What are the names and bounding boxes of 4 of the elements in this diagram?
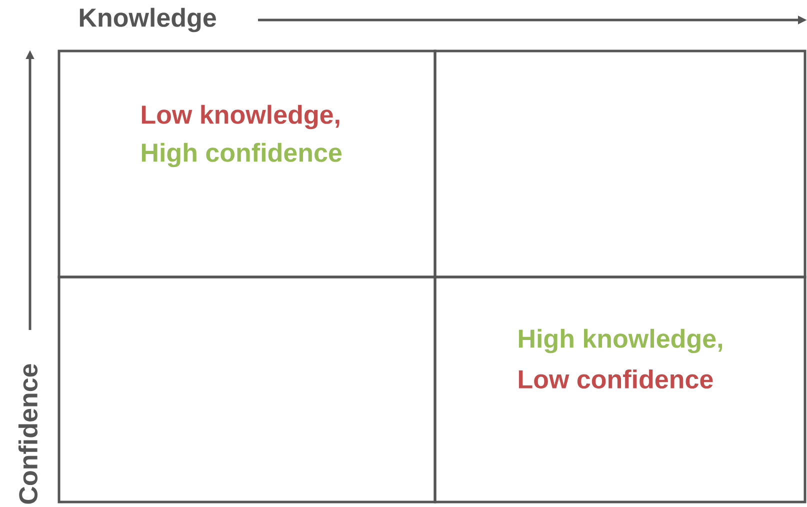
quadrant-box [434, 50, 806, 278]
quadrant-box: Low knowledge, High confidence [58, 50, 436, 278]
quadrant-box [58, 276, 436, 504]
quadrant-box: High knowledge, Low confidence [434, 276, 806, 504]
